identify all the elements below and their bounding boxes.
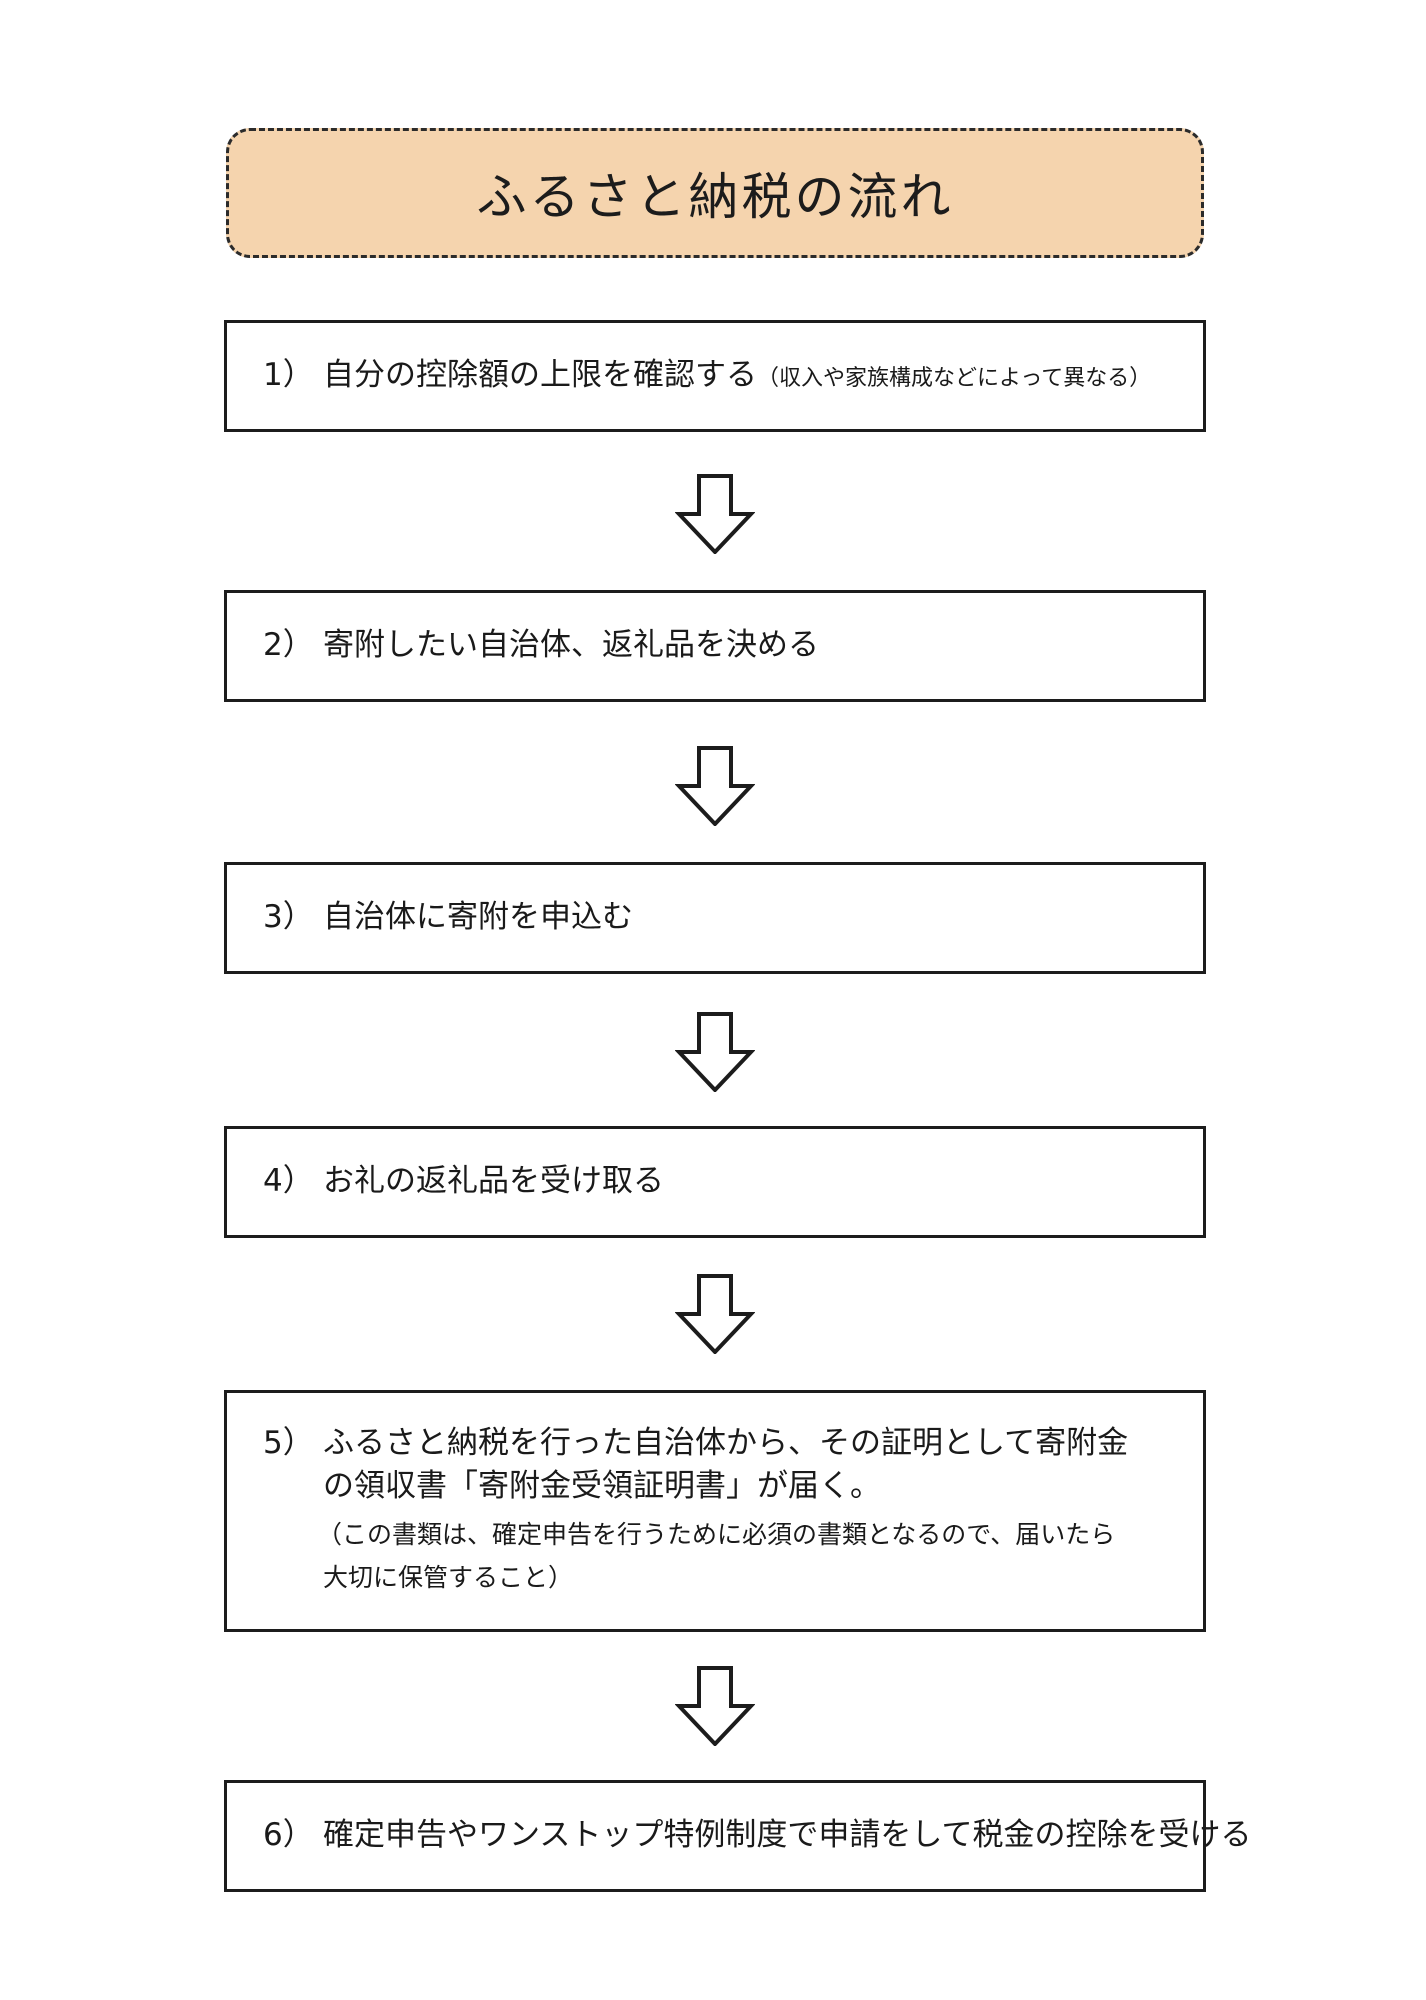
step-6-box: 6）確定申告やワンストップ特例制度で申請をして税金の控除を受ける <box>224 1780 1251 1892</box>
down-arrow-icon <box>675 746 755 826</box>
step-6-number: 6） <box>263 1817 314 1854</box>
step-6-text: 確定申告やワンストップ特例制度で申請をして税金の控除を受ける <box>323 1817 1252 1854</box>
step-1-text: 自分の控除額の上限を確認する <box>323 357 757 394</box>
step-2-line: 2）寄附したい自治体、返礼品を決める <box>263 625 1183 667</box>
step-3-text: 自治体に寄附を申込む <box>323 899 633 936</box>
step-4-box: 4）お礼の返礼品を受け取る <box>224 1126 1206 1238</box>
step-4-line: 4）お礼の返礼品を受け取る <box>263 1161 1183 1203</box>
step-5-text-line-1: ふるさと納税を行った自治体から、その証明として寄附金 <box>323 1424 1129 1461</box>
step-1-note: （収入や家族構成などによって異なる） <box>757 366 1152 392</box>
step-2-box: 2）寄附したい自治体、返礼品を決める <box>224 590 1206 702</box>
step-2-number: 2） <box>263 627 314 664</box>
down-arrow-icon <box>675 1012 755 1092</box>
step-5-note-line-1: （この書類は、確定申告を行うために必須の書類となるので、届いたら <box>317 1520 1116 1550</box>
step-5-text-line-2: の領収書「寄附金受領証明書」が届く。 <box>323 1467 881 1504</box>
step-3-line: 3）自治体に寄附を申込む <box>263 897 1183 939</box>
step-1-box: 1）自分の控除額の上限を確認する（収入や家族構成などによって異なる） <box>224 320 1206 432</box>
step-5-line-1: 5）ふるさと納税を行った自治体から、その証明として寄附金 <box>263 1423 1183 1465</box>
step-3-box: 3）自治体に寄附を申込む <box>224 862 1206 974</box>
step-4-text: お礼の返礼品を受け取る <box>323 1163 664 1200</box>
step-2-text: 寄附したい自治体、返礼品を決める <box>323 627 819 664</box>
step-1-number: 1） <box>263 357 314 394</box>
step-6-line: 6）確定申告やワンストップ特例制度で申請をして税金の控除を受ける <box>263 1815 1251 1857</box>
title-banner: ふるさと納税の流れ <box>226 128 1204 258</box>
step-5-box: 5）ふるさと納税を行った自治体から、その証明として寄附金 の領収書「寄附金受領証… <box>224 1390 1206 1632</box>
step-4-number: 4） <box>263 1163 314 1200</box>
step-1-line: 1）自分の控除額の上限を確認する（収入や家族構成などによって異なる） <box>263 355 1183 397</box>
step-3-number: 3） <box>263 899 314 936</box>
down-arrow-icon <box>675 474 755 554</box>
down-arrow-icon <box>675 1666 755 1746</box>
down-arrow-icon <box>675 1274 755 1354</box>
step-5-note-line-2: 大切に保管すること） <box>323 1562 574 1592</box>
page-title: ふるさと納税の流れ <box>476 168 954 226</box>
step-5-number: 5） <box>263 1424 314 1461</box>
